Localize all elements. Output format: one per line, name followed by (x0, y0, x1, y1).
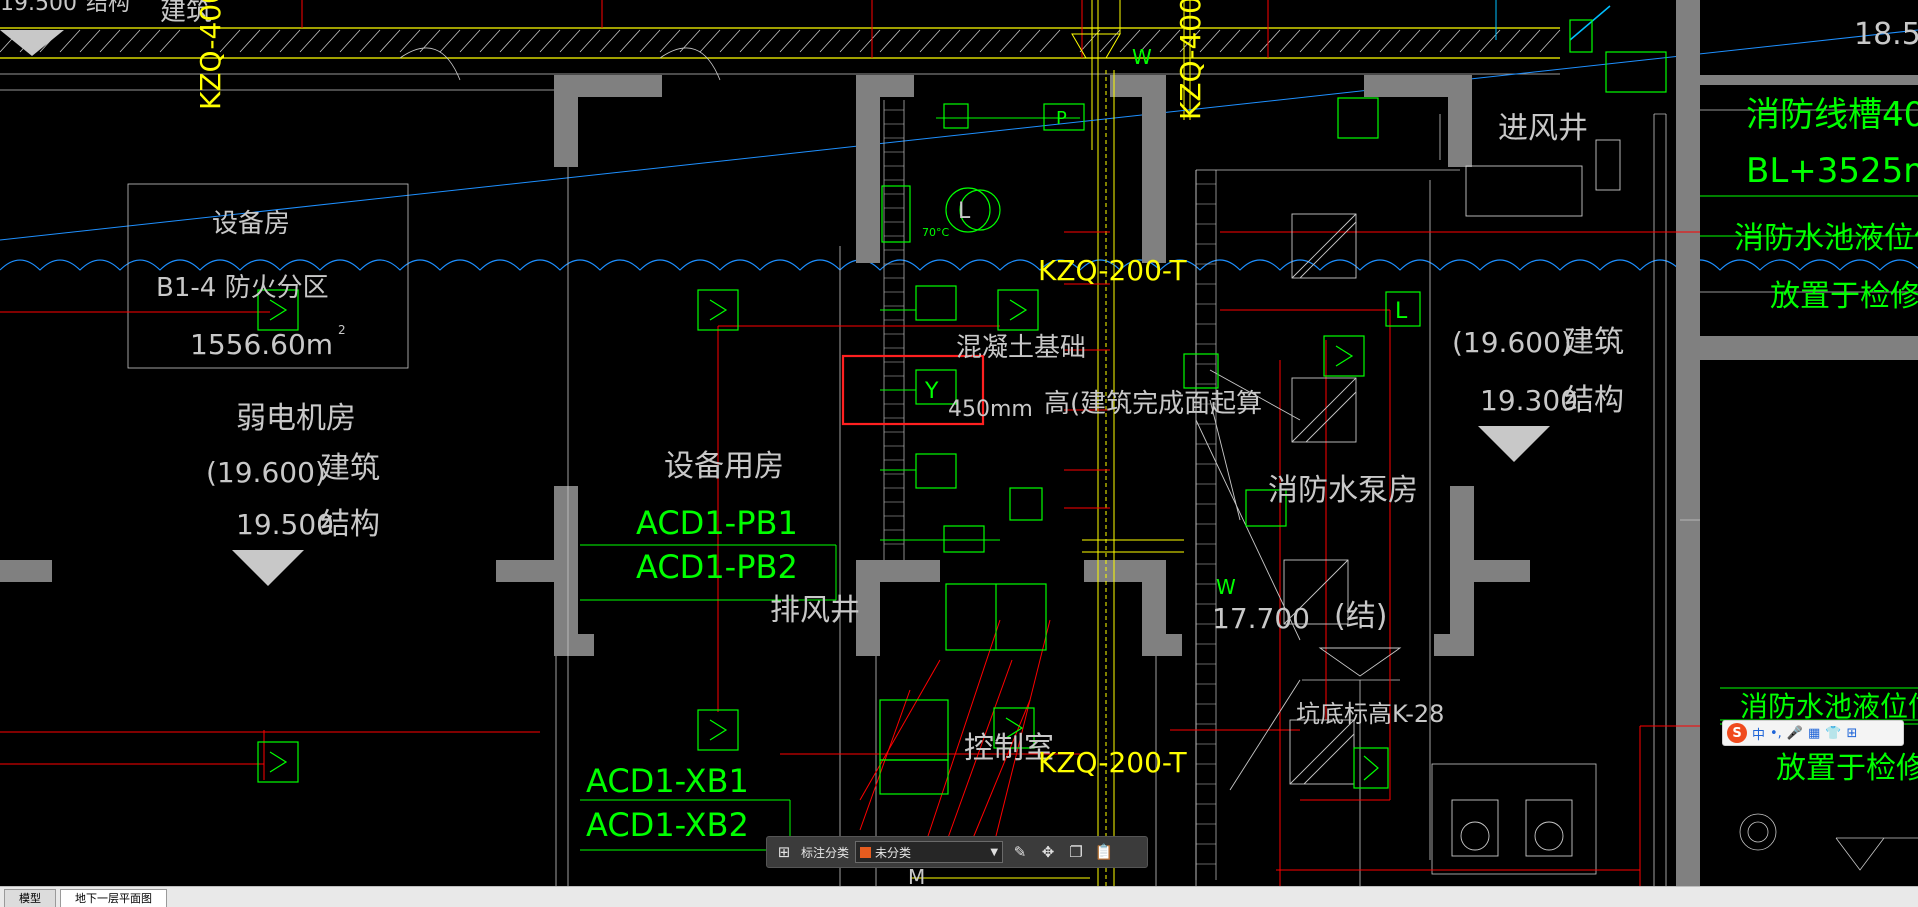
tab-b1-floor-plan[interactable]: 地下一层平面图 (60, 889, 167, 907)
label-top-text-2: 结构 (86, 0, 130, 16)
label-acd-xb2: ACD1-XB2 (586, 806, 749, 844)
label-place-note-1: 放置于检修口处 (1770, 279, 1918, 314)
label-kzq-1: KZQ-200-T (1038, 254, 1187, 287)
fire-zone-wave (0, 259, 1918, 271)
copy-icon[interactable]: ❐ (1069, 843, 1083, 861)
label-intake-shaft: 进风井 (1498, 111, 1588, 146)
stair-rungs (884, 109, 1216, 865)
label-height-450: 450mm (948, 397, 1033, 422)
label-w1: W (1132, 45, 1152, 69)
label-concrete: 混凝土基础 (956, 333, 1086, 363)
cad-drawing-canvas[interactable]: 设备房 B1-4 防火分区 1556.60m 2 弱电机房 (19.600) 1… (0, 0, 1918, 886)
label-top-level: 18.550 (1854, 17, 1918, 52)
paste-icon[interactable]: 📋 (1094, 843, 1114, 861)
edit-icon[interactable]: ✎ (1013, 843, 1027, 861)
ime-lang-toggle[interactable]: 中 (1752, 727, 1766, 743)
cad-drawing[interactable]: 设备房 B1-4 防火分区 1556.60m 2 弱电机房 (19.600) 1… (0, 0, 1918, 886)
label-m-tag: M (908, 865, 925, 886)
label-struct-3: (结) (1334, 599, 1387, 634)
label-struct-2b: 结构 (1564, 383, 1624, 418)
label-control-room: 控制室 (964, 731, 1054, 766)
label-acd-pb1: ACD1-PB1 (636, 504, 798, 542)
label-l-tag: L (1395, 299, 1408, 324)
label-kzq-vert-1: KZQ-400- (194, 0, 227, 110)
green-devices (257, 19, 1667, 795)
label-w2: W (1216, 575, 1236, 599)
cad-labels: 设备房 B1-4 防火分区 1556.60m 2 弱电机房 (19.600) 1… (0, 0, 1918, 886)
category-color-swatch (860, 846, 872, 858)
label-struct-1b: 结构 (320, 507, 380, 542)
ime-punct-icon[interactable]: •, (1770, 725, 1782, 741)
stair-ladder (883, 100, 1666, 880)
label-water-signal-1: 消防水池液位信号Y (1734, 221, 1918, 256)
annotation-category-label: 标注分类 (801, 845, 850, 860)
label-temp-70: 70°C (922, 226, 949, 239)
ime-menu-icon[interactable]: ⊞ (1846, 725, 1858, 741)
layout-tab-bar: 模型 地下一层平面图 (0, 886, 1918, 907)
label-height-note: 高(建筑完成面起算 (1044, 389, 1262, 419)
pump-equipment (1195, 139, 1621, 857)
skin-icon[interactable]: 👕 (1825, 725, 1842, 741)
label-area-sup: 2 (338, 323, 346, 337)
microphone-icon[interactable]: 🎤 (1786, 725, 1804, 741)
label-acd-pb2: ACD1-PB2 (636, 548, 798, 586)
tab-model[interactable]: 模型 (4, 889, 56, 907)
label-equipment-room: 设备房 (212, 209, 290, 239)
label-area: 1556.60m (190, 328, 333, 361)
selection-box[interactable] (841, 354, 985, 426)
label-level-1b: 19.500 (236, 508, 334, 541)
label-level-1a: (19.600) (206, 456, 326, 489)
label-equipment-room-2: 设备用房 (664, 449, 784, 484)
walls (0, 0, 1918, 886)
label-y-tag: Y (924, 379, 939, 404)
label-fire-zone: B1-4 防火分区 (156, 273, 329, 303)
label-kzq-vert-2: KZQ-400- (1174, 0, 1207, 120)
category-selected-value: 未分类 (875, 845, 912, 860)
label-top-text-1: 19.500 (0, 0, 77, 16)
label-level-2b: 19.300 (1480, 384, 1578, 417)
label-bl-height: BL+3525mm (1746, 151, 1918, 191)
label-l-tag-2: L (958, 199, 971, 224)
grid-icon[interactable]: ⊞ (777, 843, 791, 861)
label-weak-room: 弱电机房 (236, 401, 356, 436)
annotation-category-select[interactable]: 未分类 ▼ (855, 841, 1004, 863)
keyboard-icon[interactable]: ▦ (1808, 725, 1821, 741)
label-kzq-2: KZQ-200-T (1038, 746, 1187, 779)
label-place-note-2: 放置于检修口处 (1776, 751, 1918, 786)
move-icon[interactable]: ✥ (1041, 843, 1055, 861)
label-17700: 17.700 (1212, 602, 1310, 635)
top-corridor (0, 5, 1611, 91)
label-cable-tray: 消防线槽400X1 (1746, 95, 1918, 135)
label-p-tag: P (1056, 108, 1067, 129)
label-struct-2a: 建筑 (1564, 325, 1624, 360)
label-level-2a: (19.600) (1452, 326, 1572, 359)
label-water-signal-2: 消防水池液位信号Y (1740, 690, 1918, 723)
ime-toolbar: S 中 •, 🎤 ▦ 👕 ⊞ (1722, 720, 1904, 746)
annotation-toolbar: ⊞ 标注分类 未分类 ▼ ✎ ✥ ❐ 📋 (766, 836, 1148, 868)
elevation-markers (232, 426, 1550, 586)
chevron-down-icon: ▼ (990, 846, 999, 858)
label-exhaust-shaft: 排风井 (770, 593, 860, 628)
ime-logo-icon[interactable]: S (1727, 723, 1747, 743)
label-fire-pump: 消防水泵房 (1268, 473, 1418, 508)
label-pit-level: 坑底标高K-28 (1296, 700, 1444, 728)
label-top-text-3: 建筑 (160, 0, 212, 27)
label-acd-xb1: ACD1-XB1 (586, 762, 749, 800)
label-struct-1a: 建筑 (320, 451, 380, 486)
diagonal-blue-line (0, 29, 1918, 241)
